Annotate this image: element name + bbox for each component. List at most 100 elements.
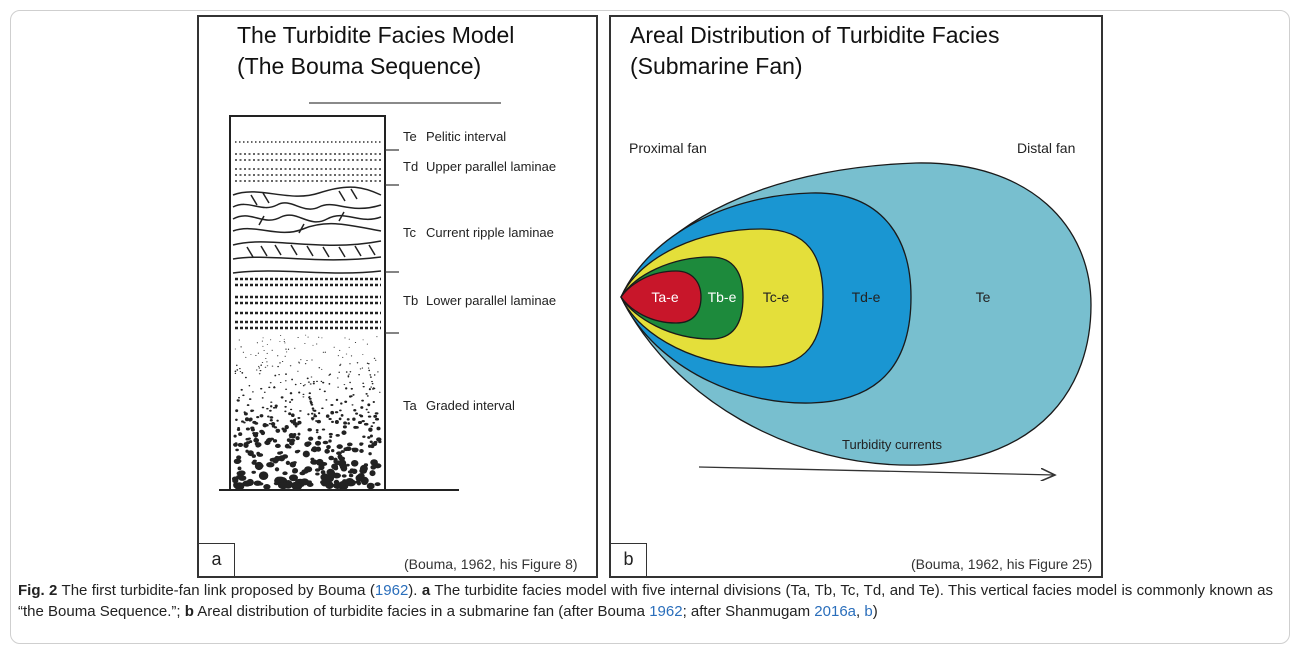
- gravel-grain: [279, 362, 281, 364]
- gravel-grain: [374, 482, 381, 487]
- gravel-grain: [268, 386, 271, 389]
- gravel-grain: [238, 396, 240, 399]
- gravel-grain: [248, 385, 251, 387]
- gravel-grain: [367, 367, 370, 369]
- gravel-grain: [370, 464, 377, 470]
- gravel-grain: [352, 394, 355, 396]
- gravel-grain: [366, 395, 369, 397]
- gravel-grain: [365, 393, 368, 395]
- gravel-grain: [355, 426, 359, 429]
- gravel-grain: [326, 468, 335, 476]
- gravel-grain: [362, 386, 365, 388]
- gravel-grain: [366, 343, 369, 345]
- gravel-grain: [321, 407, 324, 410]
- gravel-grain: [298, 361, 300, 363]
- gravel-grain: [285, 348, 287, 350]
- gravel-grain: [353, 409, 357, 412]
- gravel-grain: [298, 362, 301, 364]
- gravel-grain: [290, 420, 295, 424]
- gravel-grain: [271, 425, 276, 428]
- gravel-grain: [241, 372, 244, 374]
- gravel-grain: [322, 381, 325, 384]
- gravel-grain: [316, 380, 318, 383]
- gravel-grain: [361, 419, 365, 423]
- gravel-grain: [279, 382, 282, 383]
- gravel-grain: [344, 337, 346, 339]
- gravel-grain: [245, 449, 249, 453]
- gravel-grain: [233, 442, 238, 447]
- gravel-grain: [325, 473, 335, 483]
- caption-ref-1[interactable]: 1962: [374, 582, 409, 599]
- division-ticks: [385, 149, 399, 334]
- caption-ref-3[interactable]: 2016a: [814, 603, 857, 620]
- gravel-grain: [357, 420, 363, 425]
- gravel-grain: [265, 357, 267, 359]
- gravel-grain: [271, 349, 273, 351]
- gravel-grain: [275, 455, 279, 459]
- gravel-grain: [233, 458, 241, 465]
- gravel-grain: [324, 448, 330, 454]
- gravel-grain: [367, 403, 371, 407]
- gravel-grain: [310, 457, 315, 461]
- gravel-grain: [248, 417, 253, 421]
- gravel-grain: [288, 412, 292, 416]
- gravel-grain: [310, 459, 318, 465]
- panel-a-title-line2: (The Bouma Sequence): [237, 53, 482, 79]
- gravel-grain: [263, 391, 266, 394]
- gravel-grain: [318, 336, 320, 338]
- gravel-grain: [301, 469, 309, 474]
- caption-text-6: ,: [856, 603, 865, 620]
- gravel-grain: [316, 458, 324, 466]
- caption-ref-4[interactable]: b: [864, 603, 873, 620]
- gravel-grain: [351, 404, 354, 406]
- gravel-grain: [339, 364, 341, 367]
- gravel-grain: [238, 432, 243, 437]
- gravel-grain: [280, 396, 284, 399]
- gravel-grain: [362, 354, 364, 355]
- zone-te-label: Te: [976, 289, 991, 305]
- gravel-grain: [237, 466, 242, 471]
- gravel-grain: [348, 395, 352, 398]
- zone-tb-e-label: Tb-e: [708, 289, 737, 305]
- turbidity-currents-label: Turbidity currents: [842, 437, 942, 452]
- gravel-grain: [289, 392, 293, 395]
- gravel-grain: [294, 383, 297, 386]
- gravel-grain: [235, 448, 239, 452]
- gravel-grain: [266, 407, 269, 410]
- caption-text-4: Areal distribution of turbidite facies i…: [193, 603, 650, 620]
- gravel-grain: [259, 369, 262, 372]
- gravel-grain: [313, 413, 316, 416]
- gravel-grain: [312, 382, 315, 385]
- gravel-grain: [311, 446, 318, 453]
- gravel-grain: [300, 359, 302, 361]
- gravel-grain: [320, 380, 323, 383]
- gravel-grain: [337, 355, 340, 357]
- gravel-grain: [294, 450, 300, 454]
- gravel-grain: [278, 373, 280, 376]
- zone-ta-e-label: Ta-e: [651, 289, 678, 305]
- gravel-grain: [305, 334, 307, 336]
- gravel-grain: [350, 387, 353, 390]
- gravel-grain: [351, 459, 359, 467]
- gravel-grain: [349, 381, 351, 384]
- gravel-grain: [266, 352, 268, 354]
- gravel-grain: [339, 363, 342, 365]
- gravel-grain: [376, 336, 378, 338]
- gravel-grain: [256, 415, 260, 419]
- gravel-grain: [346, 442, 353, 447]
- flow-arrow: [698, 466, 1055, 475]
- gravel-grain: [290, 413, 295, 418]
- gravel-grain: [287, 348, 290, 350]
- gravel-grain: [261, 406, 265, 409]
- gravel-grain: [348, 338, 350, 340]
- gravel-grain: [245, 356, 247, 358]
- gravel-grain: [362, 435, 366, 438]
- tc-pattern: [232, 186, 382, 274]
- caption-ref-2[interactable]: 1962: [649, 603, 683, 620]
- gravel-grain: [311, 418, 314, 421]
- gravel-grain: [291, 378, 294, 381]
- gravel-grain: [280, 334, 282, 336]
- gravel-grain: [376, 426, 381, 431]
- gravel-grain: [369, 440, 373, 444]
- gravel-grain: [251, 409, 255, 412]
